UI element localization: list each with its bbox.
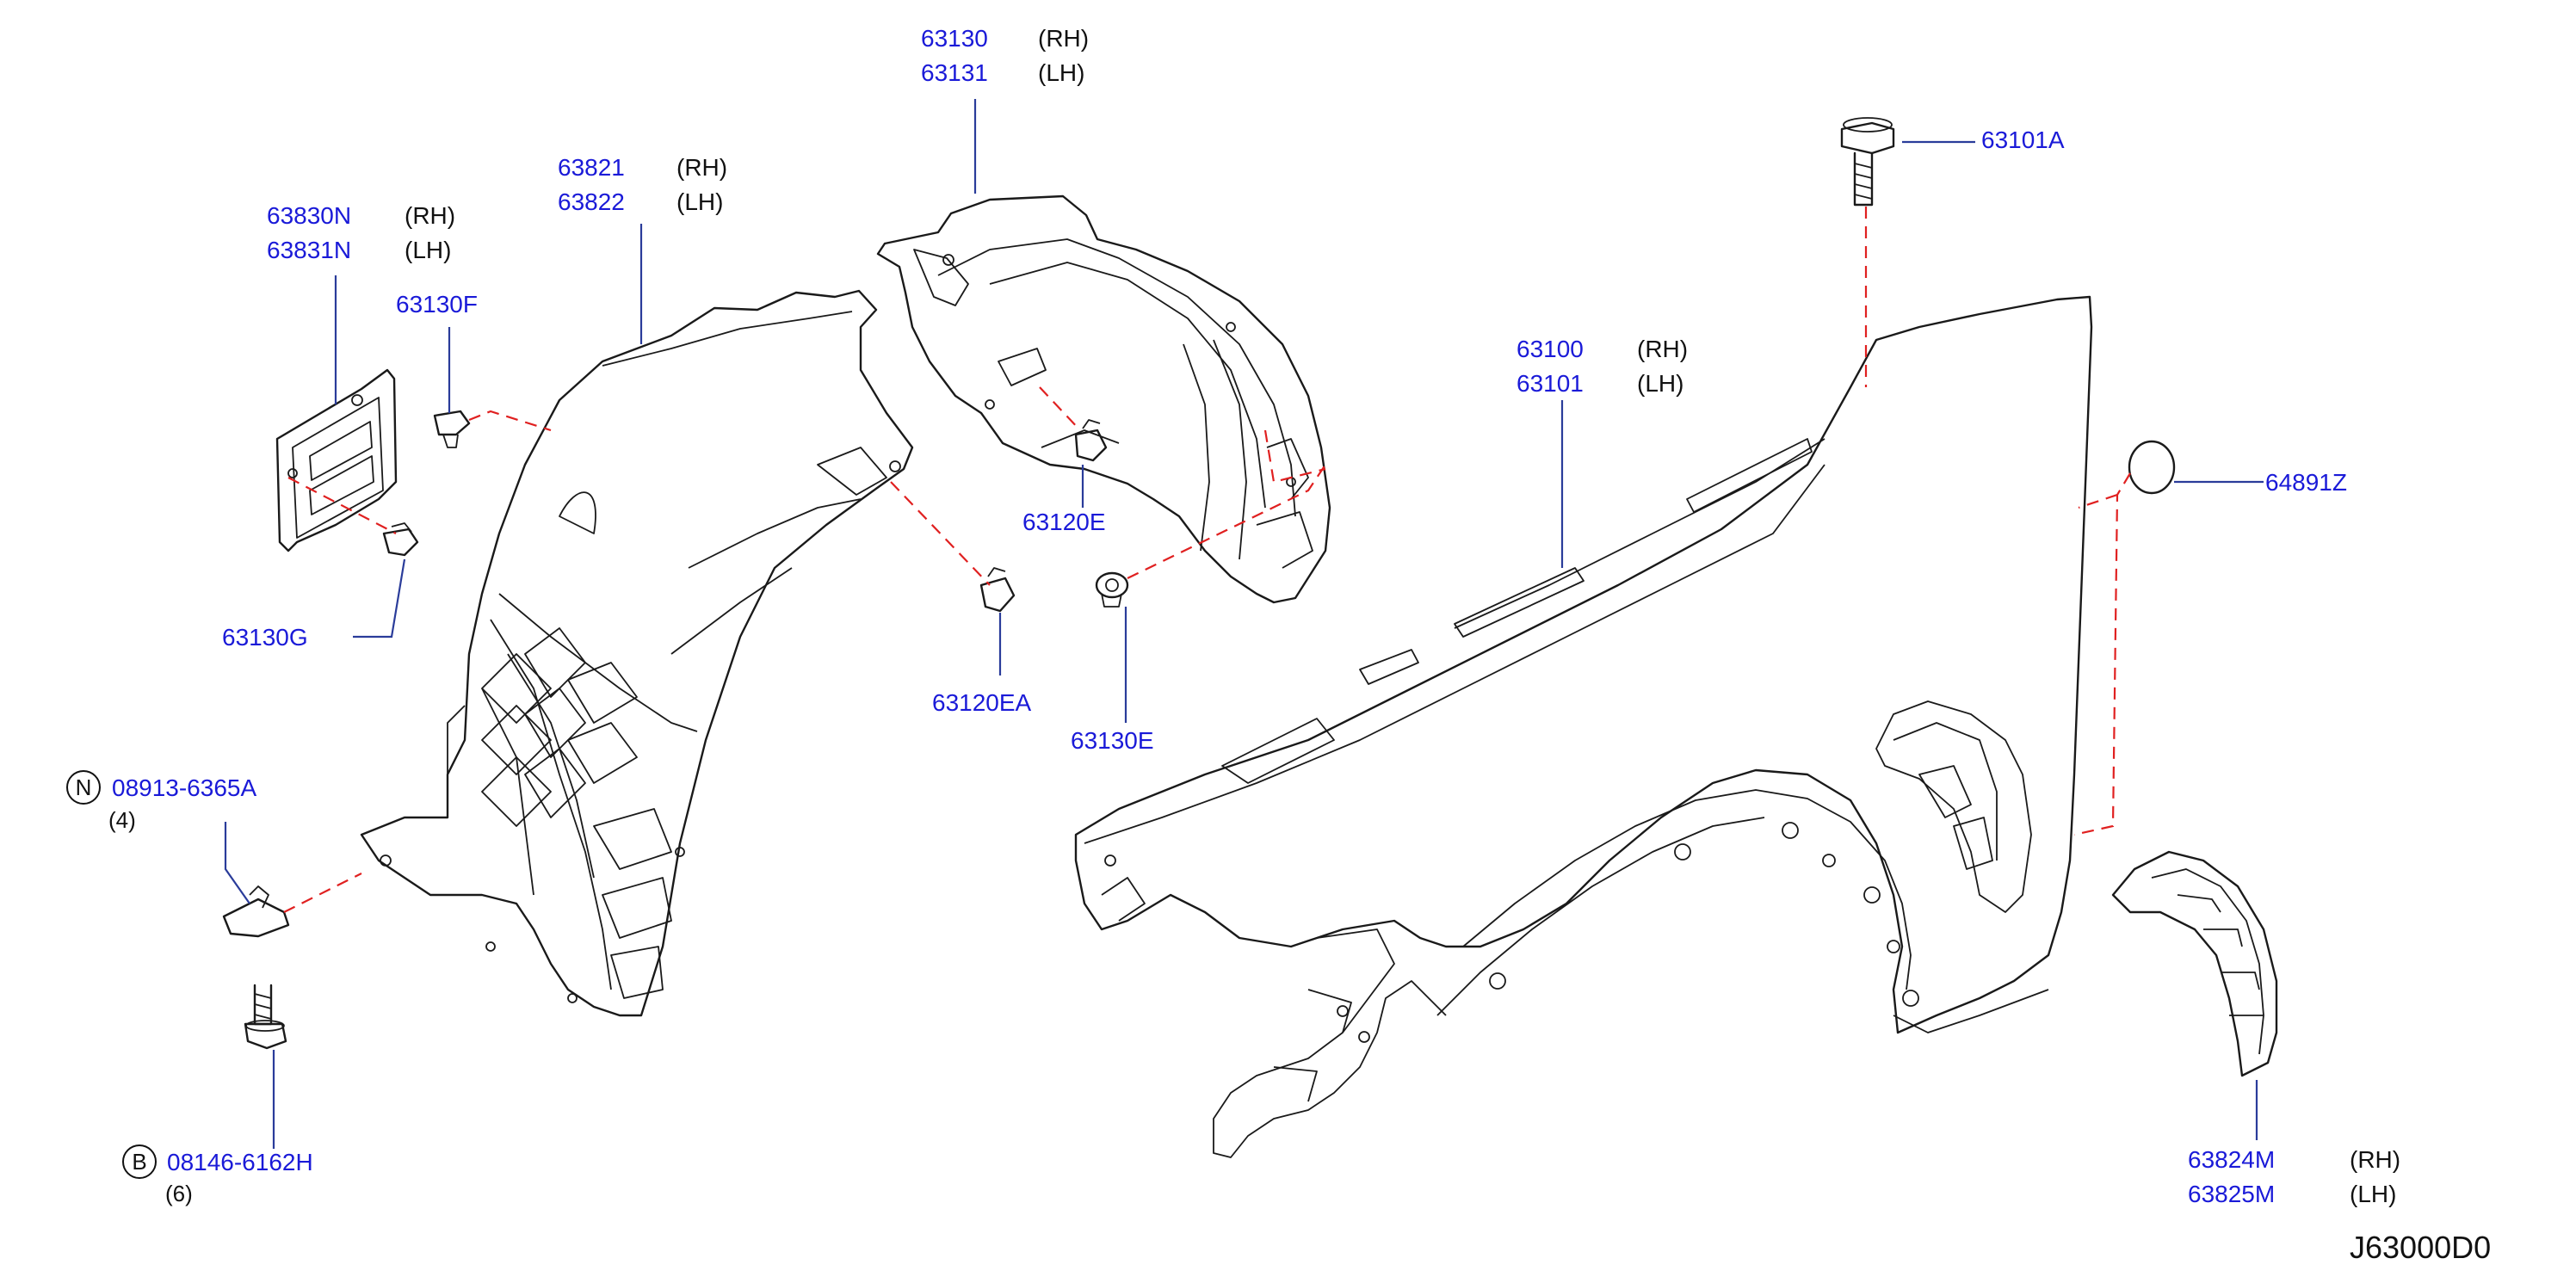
plug-64891z-label: 64891Z <box>2265 469 2347 496</box>
protector-rh-side: (RH) <box>405 202 455 229</box>
front-liner-rh-pn: 63821 <box>558 154 625 181</box>
bolt-08146-drawing <box>244 984 287 1050</box>
front-liner-drawing <box>360 289 914 1017</box>
bolt-63101a-drawing <box>1840 117 1895 207</box>
arch-cover-rh-side: (RH) <box>2350 1146 2400 1173</box>
nut-symbol: N <box>76 774 92 800</box>
nut-symbol-circle <box>66 770 101 805</box>
protector-lh-side: (LH) <box>405 237 451 263</box>
rear-liner-lh-side: (LH) <box>1038 59 1084 86</box>
clip-63120ea-label: 63120EA <box>932 689 1032 716</box>
nut-08913-drawing <box>222 885 290 938</box>
clip-63120e-drawing <box>1074 419 1108 462</box>
rear-liner-rh-pn: 63130 <box>921 25 988 52</box>
rear-liner-rh-side: (RH) <box>1038 25 1089 52</box>
attachment-lines <box>283 207 2131 913</box>
bolt-63101a-label: 63101A <box>1981 126 2065 153</box>
fender-lh-side: (LH) <box>1637 370 1683 397</box>
clip-63130g-drawing <box>382 522 419 557</box>
protector-rh-pn: 63830N <box>267 202 351 229</box>
nut-qty: (4) <box>108 807 136 833</box>
clip-63130f-label: 63130F <box>396 291 478 318</box>
clip-63130e-label: 63130E <box>1071 727 1154 754</box>
leader-lines <box>224 99 2264 1149</box>
clip-63120e-label: 63120E <box>1022 509 1106 535</box>
bolt-symbol: B <box>132 1149 146 1175</box>
nut-pn: 08913-6365A <box>112 774 256 801</box>
fender-rh-side: (RH) <box>1637 336 1688 362</box>
diagram-id: J63000D0 <box>2350 1230 2491 1265</box>
bolt-qty: (6) <box>165 1181 193 1206</box>
fender-rh-pn: 63100 <box>1517 336 1584 362</box>
clip-63130e-drawing <box>1095 571 1129 608</box>
plug-64891z-drawing <box>2128 440 2176 495</box>
protector-lh-pn: 63831N <box>267 237 351 263</box>
bolt-pn: 08146-6162H <box>167 1149 313 1175</box>
fender-drawing <box>1074 295 2093 1158</box>
protector-drawing <box>275 368 398 552</box>
front-liner-lh-pn: 63822 <box>558 188 625 215</box>
arch-cover-rh-pn: 63824M <box>2188 1146 2275 1173</box>
front-liner-lh-side: (LH) <box>676 188 723 215</box>
arch-cover-drawing <box>2111 850 2278 1077</box>
arch-cover-lh-pn: 63825M <box>2188 1181 2275 1207</box>
clip-63130f-drawing <box>433 410 471 448</box>
clip-63120ea-drawing <box>979 567 1016 613</box>
clip-63130g-label: 63130G <box>222 624 308 651</box>
front-liner-rh-side: (RH) <box>676 154 727 181</box>
bolt-symbol-circle <box>122 1144 157 1179</box>
fender-lh-pn: 63101 <box>1517 370 1584 397</box>
arch-cover-lh-side: (LH) <box>2350 1181 2396 1207</box>
rear-liner-drawing <box>876 194 1331 604</box>
rear-liner-lh-pn: 63131 <box>921 59 988 86</box>
